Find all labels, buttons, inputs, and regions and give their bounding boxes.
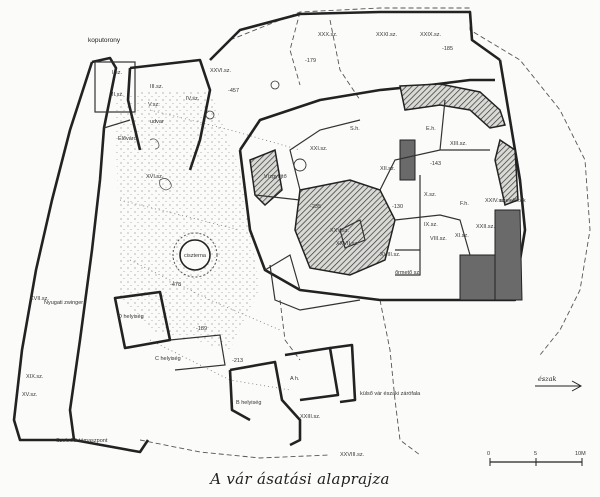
- cistern: [172, 232, 218, 278]
- scale-bar: 0 5 10M: [487, 451, 586, 466]
- label-ormeto: őrmető sz.: [395, 270, 421, 276]
- room-label-xvi: XVI.sz.: [146, 174, 164, 180]
- room-label-xix: XIX.sz.: [26, 374, 44, 380]
- label-kulso-vfal: külső vár északi zárófala: [360, 391, 421, 397]
- room-label-i: I.sz.: [112, 70, 123, 76]
- room-label-xxiv: XXIV.sz.: [485, 198, 506, 204]
- south-rooms: [113, 264, 361, 447]
- label-e-h: E.h.: [426, 126, 436, 132]
- scale-tick-5: 5: [534, 451, 537, 457]
- keep-inner-ring: [249, 83, 523, 301]
- north-arrow: észak: [535, 375, 583, 392]
- courtyard-ground: [115, 90, 260, 350]
- room-label-ix: IX.sz.: [424, 222, 438, 228]
- room-label-iii: III.sz.: [150, 84, 164, 90]
- level-143: -143: [430, 161, 441, 167]
- level-213: -213: [232, 358, 243, 364]
- level-189: -189: [196, 326, 207, 332]
- scale-tick-0: 0: [487, 451, 490, 457]
- plan-labels: koputorony ciszterna szelelőcök őrmető s…: [22, 32, 526, 458]
- label-elovarfal: Előváról: [118, 136, 138, 142]
- keep-partitions: [254, 99, 490, 291]
- room-label-xxviii: XXVIII.sz.: [340, 452, 365, 458]
- inner-north-wall: [126, 58, 212, 171]
- keep-main-wall: [209, 10, 527, 302]
- room-label-xxv: XXV.sz.: [330, 228, 350, 234]
- room-label-xxiii: XXIII.sz.: [300, 414, 321, 420]
- label-zwinger-left: Nyugati zwinger: [44, 300, 83, 306]
- level-179: -179: [305, 58, 316, 64]
- room-label-xxix: XXIX.sz.: [420, 32, 442, 38]
- label-c-helyiseg: C helyiség: [155, 356, 181, 362]
- room-label-xii: XII.sz.: [380, 166, 396, 172]
- room-label-v: V.sz.: [148, 102, 160, 108]
- level-478: -478: [170, 282, 181, 288]
- small-features: [149, 80, 307, 191]
- room-label-iv: IV.sz.: [186, 96, 200, 102]
- room-label-x: X.sz.: [424, 192, 437, 198]
- room-label-xxii: XXII.sz.: [476, 224, 495, 230]
- room-label-xxvii: XXVII.sz.: [336, 241, 359, 247]
- room-label-xiii: XIII.sz.: [450, 141, 467, 147]
- room-label-xxx: XXX.sz.: [318, 32, 338, 38]
- north-label: észak: [538, 375, 556, 383]
- label-b-helyiseg: B helyiség: [236, 400, 261, 406]
- label-szeletkozok: szelelőcök: [500, 198, 526, 204]
- label-szekrodi: Szekrődi támaszpont: [56, 438, 108, 444]
- plan-caption: A vár ásatási alaprajza: [210, 470, 390, 488]
- koputorony-tower: [94, 61, 136, 113]
- label-belsovar: Vízgyűjtő: [264, 174, 287, 180]
- room-label-ii: II.sz.: [112, 92, 124, 98]
- level-130: -130: [392, 204, 403, 210]
- level-235: -235: [310, 204, 321, 210]
- room-label-xxi: XXI.sz.: [310, 146, 328, 152]
- level-185: -185: [442, 46, 453, 52]
- western-curtain-wall: [12, 56, 150, 454]
- room-label-viii: VIII.sz.: [430, 236, 447, 242]
- scale-tick-10m: 10M: [575, 451, 586, 457]
- room-label-xxxi: XXXI.sz.: [376, 32, 398, 38]
- level-457: -457: [228, 88, 239, 94]
- label-koputorony: koputorony: [88, 37, 121, 44]
- room-label-xi: XI.sz.: [455, 233, 469, 239]
- label-s-h: S.h.: [350, 126, 360, 132]
- label-d-helyiseg: D helyiség: [118, 314, 144, 320]
- label-f-h: F.h.: [460, 201, 469, 207]
- room-label-xvii: XVII.sz.: [30, 296, 49, 302]
- room-label-xviii: XVIII.sz.: [380, 252, 401, 258]
- label-ciszterna: ciszterna: [184, 253, 207, 259]
- room-label-xxvi: XXVI.sz.: [210, 68, 232, 74]
- label-a-h: A h.: [290, 376, 300, 382]
- label-udvar: udvar: [150, 119, 164, 125]
- room-label-xv: XV.sz.: [22, 392, 38, 398]
